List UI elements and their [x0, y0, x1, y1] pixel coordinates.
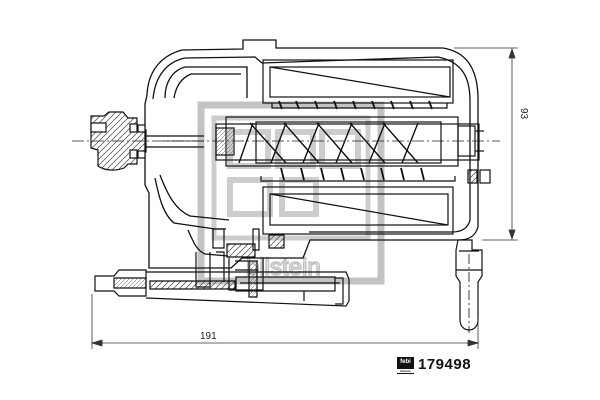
width-dimension-label: 191 [200, 331, 217, 342]
part-number: 179498 [418, 356, 472, 373]
housing-outline [144, 39, 479, 269]
logo-brand-text: febi [400, 359, 411, 365]
coil-bottom [260, 167, 491, 235]
lower-pipe-assembly [94, 228, 350, 307]
logo-brand-subtext: bilstein [397, 369, 414, 373]
armature-assembly [215, 116, 484, 167]
right-pipe-fitting [455, 239, 483, 333]
febi-logo-icon: febi bilstein [397, 357, 414, 374]
height-dimension-label: 93 [518, 108, 529, 120]
left-connector [90, 111, 204, 171]
dimension-lines [90, 47, 518, 349]
coil-top [262, 59, 454, 110]
